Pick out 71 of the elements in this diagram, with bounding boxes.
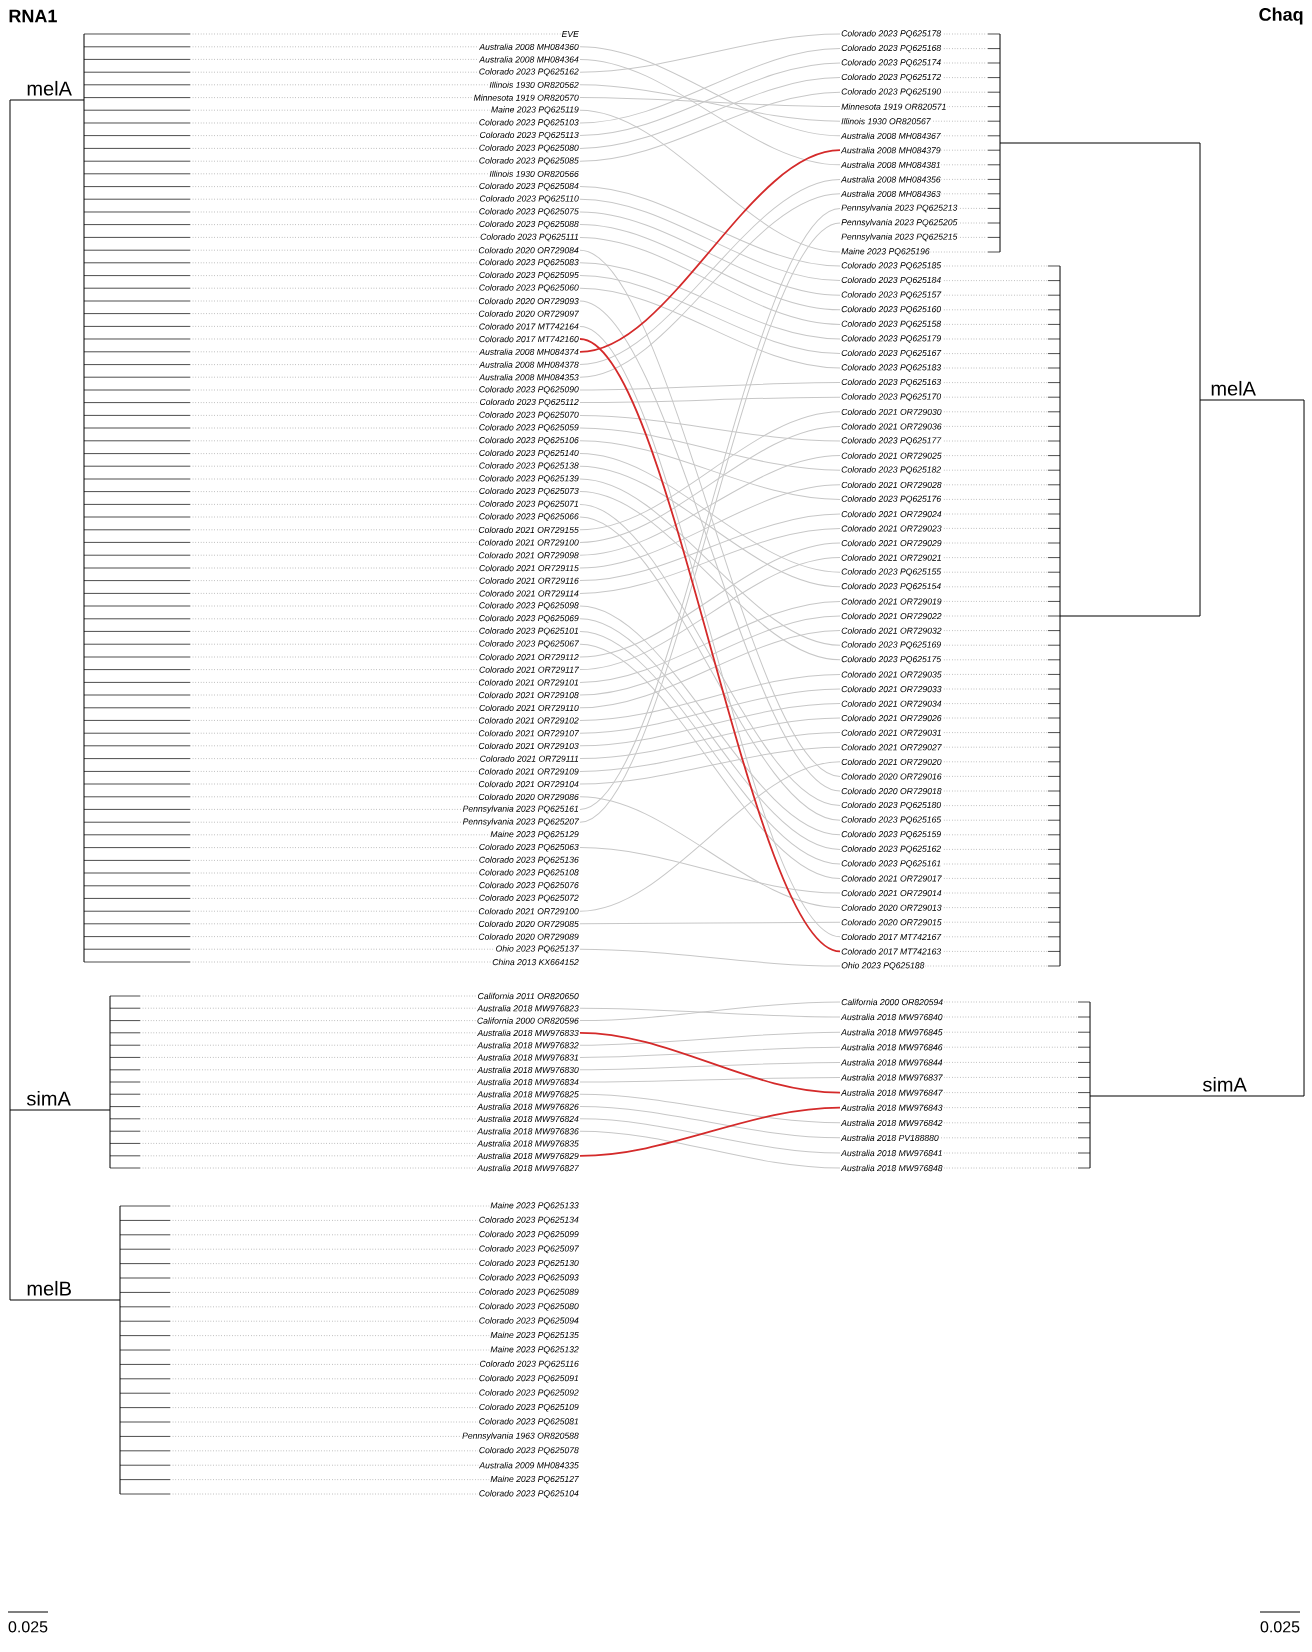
connector-line	[579, 1130, 841, 1169]
connector-line	[579, 703, 841, 747]
clade-label: melB	[27, 1280, 71, 1296]
scale-bar: 0.025	[1259, 1611, 1301, 1633]
connector-line	[579, 396, 841, 404]
connector-line	[579, 1031, 841, 1046]
connector-line	[579, 513, 841, 582]
connector-line	[579, 425, 841, 543]
connector-line	[579, 1007, 841, 1018]
connector-line	[579, 732, 841, 772]
connector-line	[579, 211, 841, 296]
connector-line	[579, 847, 841, 894]
connector-line	[579, 717, 841, 760]
connector-line	[579, 1093, 841, 1124]
connector-line	[579, 58, 841, 166]
connector-line	[579, 427, 841, 471]
connector-line	[579, 91, 841, 162]
connector-line	[579, 465, 841, 588]
connector-line	[579, 630, 841, 709]
scale-bar: 0.025	[7, 1611, 49, 1633]
connector-line	[579, 224, 841, 311]
connector-line	[579, 46, 841, 137]
connector-line	[579, 600, 841, 683]
connector-line	[579, 484, 841, 569]
connector-line	[579, 287, 841, 369]
connector-line	[579, 109, 841, 253]
clade-label: melA	[1211, 380, 1256, 396]
connector-line	[579, 491, 841, 661]
clade-label: simA	[1203, 1076, 1247, 1092]
connector-line	[579, 615, 841, 696]
connector-line	[579, 455, 841, 556]
connector-line	[579, 33, 841, 73]
connector-line	[579, 478, 841, 646]
connector-line	[579, 77, 841, 149]
connector-line	[579, 1076, 841, 1083]
connector-line	[579, 275, 841, 355]
connector-line	[579, 761, 841, 912]
connector-line	[579, 1046, 841, 1058]
connector-line	[579, 198, 841, 282]
tree-title: Chaq	[1259, 7, 1303, 25]
connector-line	[579, 186, 841, 267]
connector-line	[579, 948, 841, 967]
connector-line	[579, 149, 841, 353]
connector-line	[579, 440, 841, 500]
connector-line	[579, 673, 841, 721]
connector-line	[579, 557, 841, 671]
connector-line	[579, 97, 841, 108]
connector-line	[579, 746, 841, 785]
connector-line	[579, 796, 841, 909]
connector-line	[579, 48, 841, 124]
connector-line	[579, 1118, 841, 1154]
connector-line	[579, 382, 841, 391]
connector-line	[579, 1106, 841, 1157]
connector-line	[579, 1061, 841, 1071]
connector-line	[579, 921, 841, 925]
clade-label: simA	[26, 1090, 71, 1106]
connector-line	[579, 262, 841, 340]
clade-label: melA	[27, 80, 72, 96]
connector-line	[579, 414, 841, 442]
connector-line	[579, 1001, 841, 1022]
connector-line	[579, 1106, 841, 1139]
connector-line	[579, 84, 841, 122]
connector-line	[579, 542, 841, 658]
connector-line	[579, 688, 841, 734]
connector-line	[579, 527, 841, 594]
connector-line	[579, 62, 841, 137]
connector-line	[579, 1031, 841, 1094]
connector-line	[579, 453, 841, 573]
tree-title: RNA1	[9, 9, 57, 23]
connector-line	[579, 236, 841, 325]
connector-line	[579, 411, 841, 531]
